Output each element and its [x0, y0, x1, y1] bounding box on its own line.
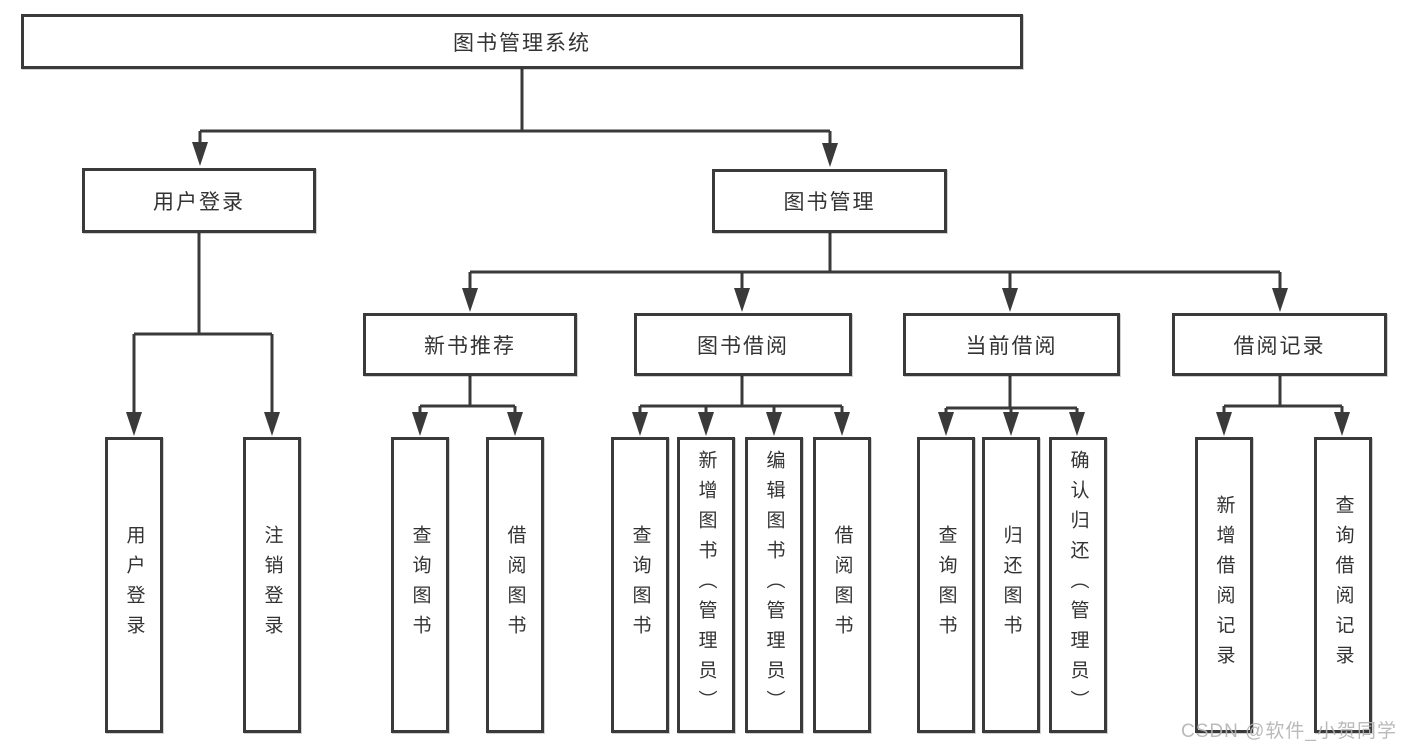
node-book-management: 图书管理	[712, 169, 947, 233]
node-label: 查询图书	[629, 525, 651, 645]
node-label: 注销登录	[261, 525, 283, 645]
node-confirm-return-admin: 确认归还（管理员）	[1049, 437, 1107, 733]
node-new-book-recommend: 新书推荐	[363, 313, 577, 376]
node-return-books: 归还图书	[982, 437, 1040, 733]
node-user-login: 用户登录	[82, 168, 316, 233]
node-label: 归还图书	[1000, 525, 1022, 645]
node-book-borrow: 图书借阅	[634, 313, 852, 376]
node-borrow-books: 借阅图书	[813, 437, 871, 733]
node-add-book-admin: 新增图书（管理员）	[677, 437, 735, 733]
node-add-borrow-record: 新增借阅记录	[1195, 437, 1253, 733]
node-label: 借阅图书	[504, 525, 526, 645]
node-query-books-borrow: 查询图书	[611, 437, 669, 733]
csdn-watermark: CSDN @软件_小贺同学	[1181, 721, 1397, 742]
node-label: 用户登录	[123, 525, 145, 645]
node-borrow-books-recommend: 借阅图书	[486, 437, 544, 733]
node-label: 确认归还（管理员）	[1067, 450, 1089, 720]
node-query-books-current: 查询图书	[917, 437, 975, 733]
node-query-borrow-record: 查询借阅记录	[1314, 437, 1372, 733]
node-label: 查询借阅记录	[1332, 495, 1354, 675]
node-label: 新增图书（管理员）	[695, 450, 717, 720]
node-root-system: 图书管理系统	[21, 14, 1023, 69]
node-user-login-action: 用户登录	[105, 437, 163, 733]
node-edit-book-admin: 编辑图书（管理员）	[745, 437, 803, 733]
node-label: 借阅图书	[831, 525, 853, 645]
node-current-borrow: 当前借阅	[903, 313, 1120, 376]
node-label: 查询图书	[935, 525, 957, 645]
node-query-books-recommend: 查询图书	[391, 437, 449, 733]
node-borrow-records: 借阅记录	[1172, 313, 1387, 376]
node-label: 查询图书	[409, 525, 431, 645]
node-label: 新增借阅记录	[1213, 495, 1235, 675]
node-logout: 注销登录	[243, 437, 301, 733]
node-label: 编辑图书（管理员）	[763, 450, 785, 720]
